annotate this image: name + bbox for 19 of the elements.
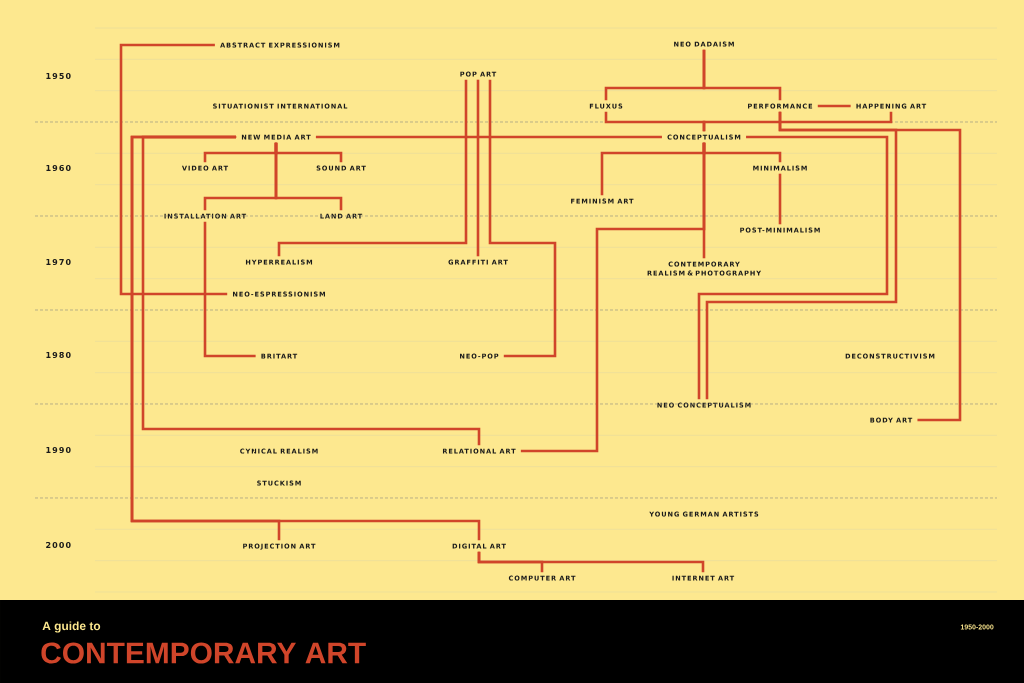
connector-line — [520, 142, 706, 453]
connector-line — [203, 221, 256, 358]
connector-line — [778, 111, 962, 422]
connector-line — [697, 135, 889, 400]
connector-line — [141, 135, 481, 446]
connector-line — [702, 49, 782, 101]
connector-line — [119, 43, 228, 296]
connector-line — [315, 135, 662, 139]
connector-line — [817, 104, 851, 108]
connector-line — [477, 551, 705, 573]
connector-line — [277, 79, 468, 257]
connector-line — [488, 79, 557, 358]
connector-line — [130, 135, 481, 541]
connector-line — [274, 142, 343, 211]
title: CONTEMPORARY ART — [41, 642, 366, 664]
connector-line — [476, 79, 480, 257]
connector-line — [778, 173, 782, 225]
subtitle: A guide to — [42, 621, 101, 633]
connector-line — [702, 111, 893, 132]
